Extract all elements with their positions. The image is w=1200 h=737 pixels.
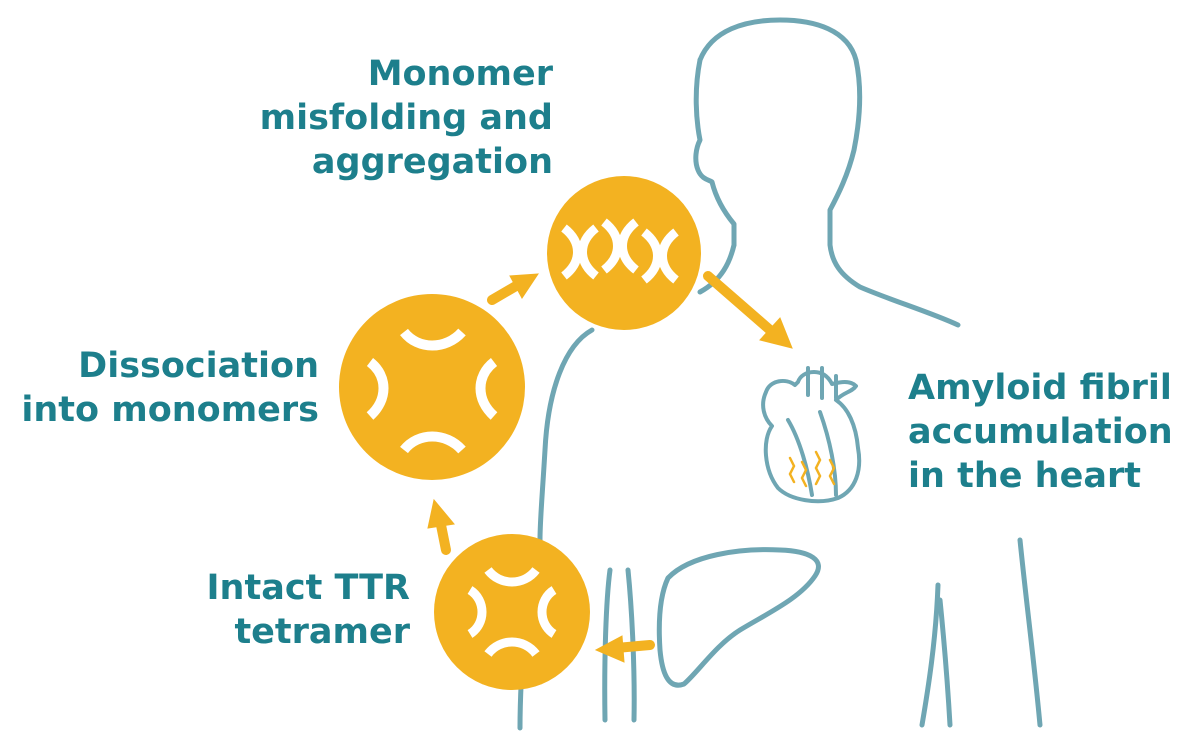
monomers-circle-icon <box>339 294 525 480</box>
label-intact-tetramer: Intact TTR tetramer <box>207 566 410 654</box>
label-line: Monomer <box>367 54 553 94</box>
tetramer-circle-icon <box>434 534 590 690</box>
heart-fibrils-icon <box>788 450 836 488</box>
label-line: in the heart <box>908 456 1141 496</box>
label-monomer-misfolding: Monomer misfolding and aggregation <box>260 52 553 184</box>
label-line: Intact TTR <box>206 568 410 608</box>
label-line: tetramer <box>234 612 410 652</box>
label-line: Amyloid fibril <box>908 368 1172 408</box>
aggregation-circle-icon <box>547 176 701 330</box>
label-line: into monomers <box>21 390 319 430</box>
label-line: Dissociation <box>78 346 319 386</box>
heart-icon <box>761 366 862 504</box>
label-line: accumulation <box>908 412 1173 452</box>
liver-icon <box>656 547 821 688</box>
label-line: aggregation <box>311 142 553 182</box>
label-line: misfolding and <box>259 98 553 138</box>
label-dissociation: Dissociation into monomers <box>21 344 319 432</box>
arrow-icon <box>427 271 793 663</box>
label-amyloid-accumulation: Amyloid fibril accumulation in the heart <box>908 366 1173 498</box>
